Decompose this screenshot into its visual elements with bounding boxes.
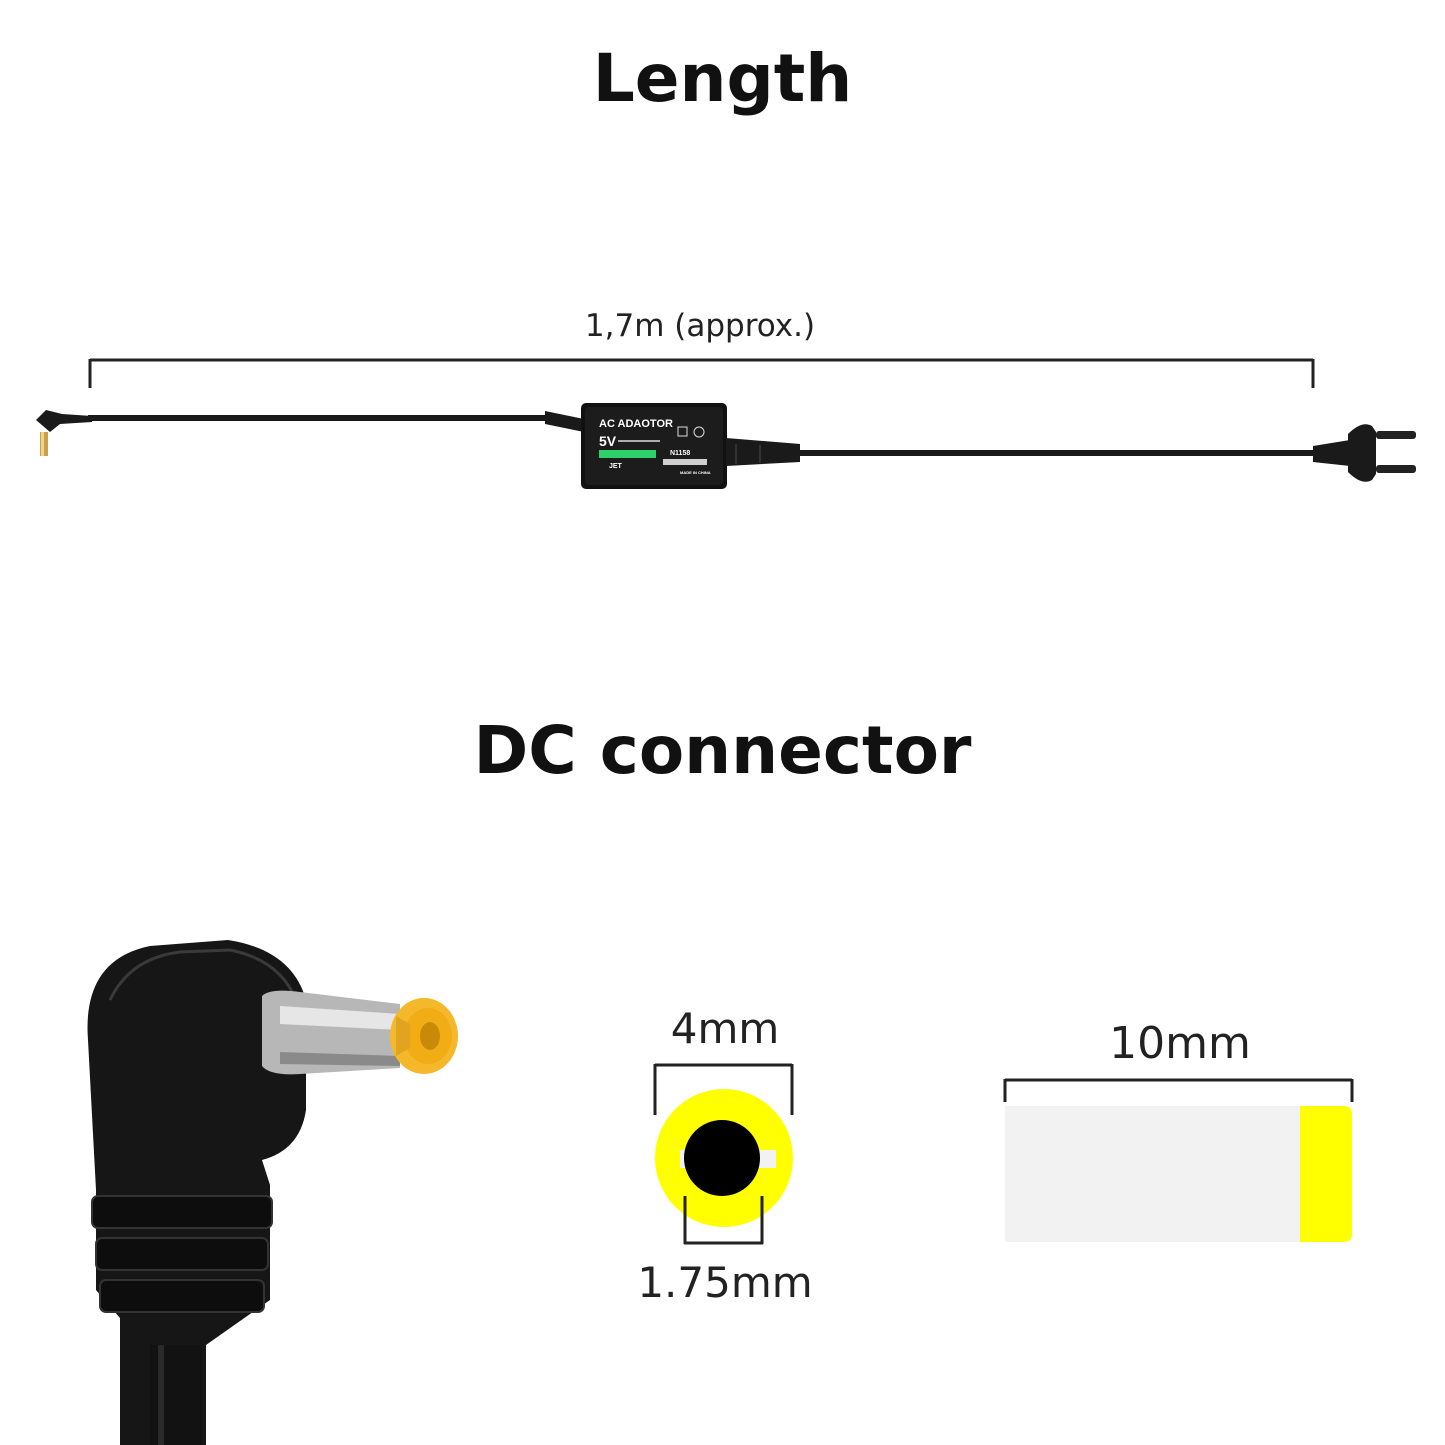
eu-plug-icon <box>1313 424 1416 482</box>
dc-connector-illustration <box>87 940 458 1445</box>
adapter-jet: JET <box>609 463 623 470</box>
adapter-green-strip <box>599 450 656 458</box>
length-bracket <box>88 358 1315 388</box>
plug-side-view <box>1005 1106 1352 1242</box>
dc-plug-small-icon <box>36 410 92 456</box>
inner-diameter-label: 1.75mm <box>637 1258 813 1307</box>
adapter-origin: MADE IN CHINA <box>680 470 711 475</box>
pin-end-view <box>655 1089 793 1227</box>
outer-diameter-bracket <box>653 1063 794 1115</box>
cable-length-label: 1,7m (approx.) <box>584 308 816 344</box>
inner-diameter-bracket <box>683 1196 764 1245</box>
plug-length-label: 10mm <box>1109 1018 1251 1069</box>
outer-diameter-label: 4mm <box>670 1004 780 1053</box>
adapter-model: N1158 <box>670 450 690 457</box>
section-title-dc-connector: DC connector <box>473 712 972 789</box>
adapter-title: AC ADAOTOR <box>599 418 673 430</box>
ac-adapter-body: AC ADAOTOR 5V JET N1158 MADE IN CHINA <box>581 403 727 489</box>
adapter-voltage: 5V <box>599 433 617 449</box>
strain-relief-left <box>545 411 584 432</box>
plug-length-bracket <box>1003 1078 1354 1102</box>
section-title-length: Length <box>592 40 853 117</box>
strain-relief-right <box>726 438 800 466</box>
